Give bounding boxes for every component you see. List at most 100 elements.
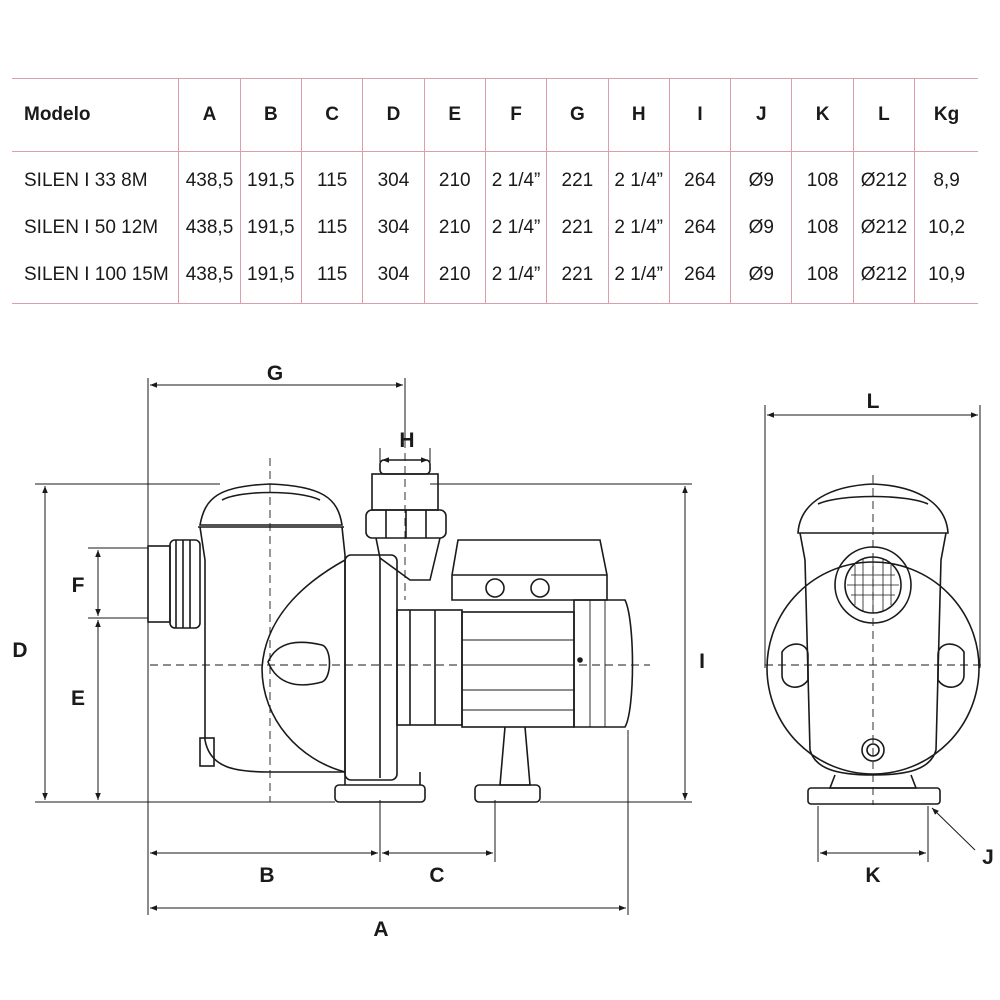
cell-modelo: SILEN I 100 15M [12,251,179,304]
front-strainer-body [799,532,947,776]
front-base-foot [334,784,426,803]
column-header-g: G [546,78,609,152]
front-drain [861,738,885,762]
cell-i: 264 [668,204,731,251]
cell-kg: 8,9 [914,151,978,204]
cell-b: 191,5 [239,151,302,204]
cell-d: 304 [362,151,425,204]
column-header-kg: Kg [914,78,978,152]
column-header-h: H [607,78,670,152]
cell-d: 304 [362,251,425,304]
cell-l: Ø212 [852,251,915,304]
cell-i: 264 [668,251,731,304]
cell-a: 438,5 [178,151,241,204]
right-handle [937,643,965,688]
side-view-dimensions [35,378,692,915]
strainer-lid [199,483,343,526]
table-row: SILEN I 33 8M 438,5 191,5 115 304 210 2 … [12,151,978,204]
seal-housing [396,609,463,726]
cell-f: 2 1/4” [484,151,547,204]
terminal-box [451,539,608,601]
cell-g: 221 [546,204,609,251]
cell-l: Ø212 [852,204,915,251]
dimensions-table: Modelo A B C D E F G H I J K L Kg SILEN … [12,78,978,304]
cell-l: Ø212 [852,151,915,204]
outlet-neck [375,537,441,581]
table-row: SILEN I 50 12M 438,5 191,5 115 304 210 2… [12,204,978,251]
column-header-k: K [791,78,854,152]
volute-teardrop [267,641,331,686]
label-a: A [373,918,388,941]
cell-f: 2 1/4” [484,251,547,304]
cell-kg: 10,9 [914,251,978,304]
front-view-dimensions [764,405,981,862]
cell-g: 221 [546,251,609,304]
column-header-c: C [300,78,363,152]
cell-h: 2 1/4” [607,251,670,304]
lid-rim [221,491,321,501]
table-row: SILEN I 100 15M 438,5 191,5 115 304 210 … [12,251,978,304]
pump-side-view [147,440,650,803]
inlet-pipe [147,545,171,623]
cell-g: 221 [546,151,609,204]
label-i: I [699,650,705,673]
column-header-a: A [178,78,241,152]
column-header-b: B [239,78,302,152]
table-header-row: Modelo A B C D E F G H I J K L Kg [12,78,978,152]
cell-h: 2 1/4” [607,204,670,251]
cell-b: 191,5 [239,204,302,251]
column-header-e: E [423,78,486,152]
cell-i: 264 [668,151,731,204]
cell-kg: 10,2 [914,204,978,251]
cell-k: 108 [791,204,854,251]
inlet-union-nut [169,539,201,629]
fan-cover [573,599,634,728]
label-h: H [399,429,414,452]
front-strainer-lid [797,483,949,534]
cell-e: 210 [423,151,486,204]
cell-k: 108 [791,251,854,304]
column-header-d: D [362,78,425,152]
column-header-i: I [668,78,731,152]
cell-c: 115 [300,151,363,204]
cell-d: 304 [362,204,425,251]
strainer-body [199,526,346,773]
inlet-grid [847,557,899,613]
column-header-l: L [852,78,915,152]
left-handle [781,643,809,688]
cell-c: 115 [300,251,363,304]
front-lid-rim [817,495,929,505]
cell-modelo: SILEN I 33 8M [24,169,148,191]
rear-base-foot [474,784,541,803]
cell-e: 210 [423,204,486,251]
cell-k: 108 [791,151,854,204]
cell-modelo: SILEN I 50 12M [24,216,159,238]
label-d: D [12,639,27,662]
inlet-port-outer [834,546,912,624]
label-c: C [429,864,444,887]
leader-line-j [931,807,976,851]
cell-j: Ø9 [730,151,792,204]
cell-j: Ø9 [730,251,792,304]
cell-f: 2 1/4” [484,204,547,251]
cell-a: 438,5 [178,204,241,251]
cell-e: 210 [423,251,486,304]
label-j: J [982,846,994,869]
label-f: F [72,574,85,597]
dimension-letters: G H D E F I B C A L K J [12,362,993,941]
label-g: G [267,362,283,385]
pump-front-view [765,475,985,805]
label-e: E [71,687,85,710]
front-base-plate [807,787,941,805]
pump-flange [344,554,398,781]
drain-plug [199,737,215,767]
cell-b: 191,5 [239,251,302,304]
label-b: B [259,864,274,887]
cell-a: 438,5 [178,251,241,304]
motor-foot-leg [499,726,531,786]
cell-c: 115 [300,204,363,251]
pump-technical-drawing: G H D E F I B C A L K J [12,362,993,941]
column-header-j: J [730,78,792,152]
cell-h: 2 1/4” [607,151,670,204]
column-header-modelo: Modelo [12,78,179,152]
